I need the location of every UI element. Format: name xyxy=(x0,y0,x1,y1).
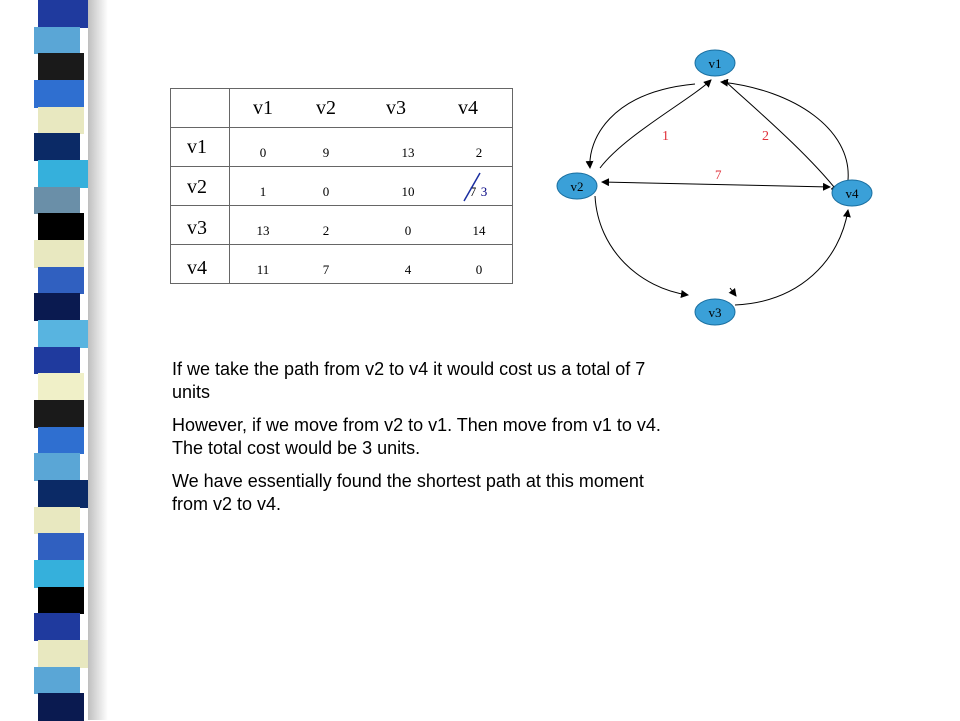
row-label-v2: v2 xyxy=(187,176,207,198)
stripe-block xyxy=(38,480,88,508)
explanation-text: If we take the path from v2 to v4 it wou… xyxy=(172,358,662,526)
stripe-block xyxy=(38,266,84,295)
node-v2 xyxy=(556,172,598,200)
stripe-block xyxy=(38,0,88,28)
column-header-v2: v2 xyxy=(316,97,336,119)
stripe-block xyxy=(38,106,84,135)
stripe-block xyxy=(34,346,80,375)
graph-diagram: v1 v2 v4 v3 1 2 7 xyxy=(556,49,873,326)
paragraph-alternate-path: However, if we move from v2 to v1. Then … xyxy=(172,415,661,458)
matrix-cell: 0 xyxy=(475,262,483,277)
edge-mark-v3 xyxy=(728,287,737,297)
node-v4 xyxy=(831,179,873,207)
matrix-cell: 0 xyxy=(404,223,412,238)
node-label-v4: v4 xyxy=(846,186,860,201)
matrix-cell: 9 xyxy=(322,145,330,160)
row-label-v3: v3 xyxy=(187,217,207,239)
matrix-cell: 2 xyxy=(322,223,330,238)
edge-label-v1-v2: 1 xyxy=(662,129,669,144)
matrix-cell: 11 xyxy=(256,262,270,277)
node-label-v3: v3 xyxy=(709,305,722,320)
stripe-block xyxy=(34,186,80,215)
matrix-cell: 7 xyxy=(322,262,330,277)
decorative-stripe xyxy=(0,0,110,721)
paragraph-direct-path: If we take the path from v2 to v4 it wou… xyxy=(172,359,646,402)
row-label-v1: v1 xyxy=(187,136,207,158)
node-label-v2: v2 xyxy=(571,179,584,194)
column-header-v4: v4 xyxy=(458,97,478,119)
stripe-block xyxy=(34,80,84,108)
edge-v2-v3 xyxy=(594,195,689,298)
stripe-block xyxy=(38,373,84,401)
matrix-cell: 14 xyxy=(472,223,486,238)
stripe-block xyxy=(34,560,84,588)
edge-v1-v4 xyxy=(723,79,839,193)
stripe-block xyxy=(34,26,80,55)
stripe-block xyxy=(38,533,84,561)
matrix-cell-struck: 7 xyxy=(469,184,477,199)
edge-v4-v1 xyxy=(720,78,849,181)
node-v3 xyxy=(694,298,736,326)
stripe-shadow xyxy=(88,0,108,720)
stripe-block xyxy=(38,160,88,188)
paragraph-conclusion: We have essentially found the shortest p… xyxy=(172,471,644,514)
stripe-block xyxy=(38,586,84,615)
stripe-block xyxy=(34,293,80,321)
matrix-cell: 1 xyxy=(259,184,267,199)
edge-v2-v4 xyxy=(601,178,831,191)
stripe-block xyxy=(34,506,80,535)
stripe-block xyxy=(38,640,88,668)
edge-v3-v4 xyxy=(734,209,851,306)
matrix-cell: 13 xyxy=(401,145,415,160)
stripe-block xyxy=(34,666,80,695)
node-v1 xyxy=(694,49,736,77)
stripe-block xyxy=(38,693,84,721)
column-header-v1: v1 xyxy=(253,97,273,119)
matrix-cell: 4 xyxy=(404,262,412,277)
matrix-cell: 2 xyxy=(475,145,483,160)
stripe-block xyxy=(38,53,84,81)
edge-v2-v1 xyxy=(599,79,712,169)
matrix-cell: 10 xyxy=(401,184,415,199)
stripe-block xyxy=(34,400,84,428)
matrix-cell: 0 xyxy=(259,145,267,160)
stripe-block xyxy=(38,426,84,455)
stripe-block xyxy=(34,240,84,268)
matrix-cell: 13 xyxy=(256,223,270,238)
edge-label-v2-v4: 7 xyxy=(715,167,722,182)
column-header-v3: v3 xyxy=(386,97,406,119)
stripe-block xyxy=(34,613,80,641)
stripe-block xyxy=(38,320,88,348)
distance-matrix: v1 v2 v3 v4 v1 v2 v3 v4 0 9 13 2 1 0 10 … xyxy=(170,88,513,284)
node-label-v1: v1 xyxy=(709,56,722,71)
stripe-block xyxy=(34,453,80,481)
matrix-cell: 0 xyxy=(322,184,330,199)
row-label-v4: v4 xyxy=(187,257,207,279)
stripe-block xyxy=(38,213,84,241)
stripe-block xyxy=(34,133,80,161)
edge-v1-v2 xyxy=(585,83,696,169)
edge-label-v1-v4: 2 xyxy=(762,129,769,144)
matrix-cell-updated: 3 xyxy=(480,184,488,199)
